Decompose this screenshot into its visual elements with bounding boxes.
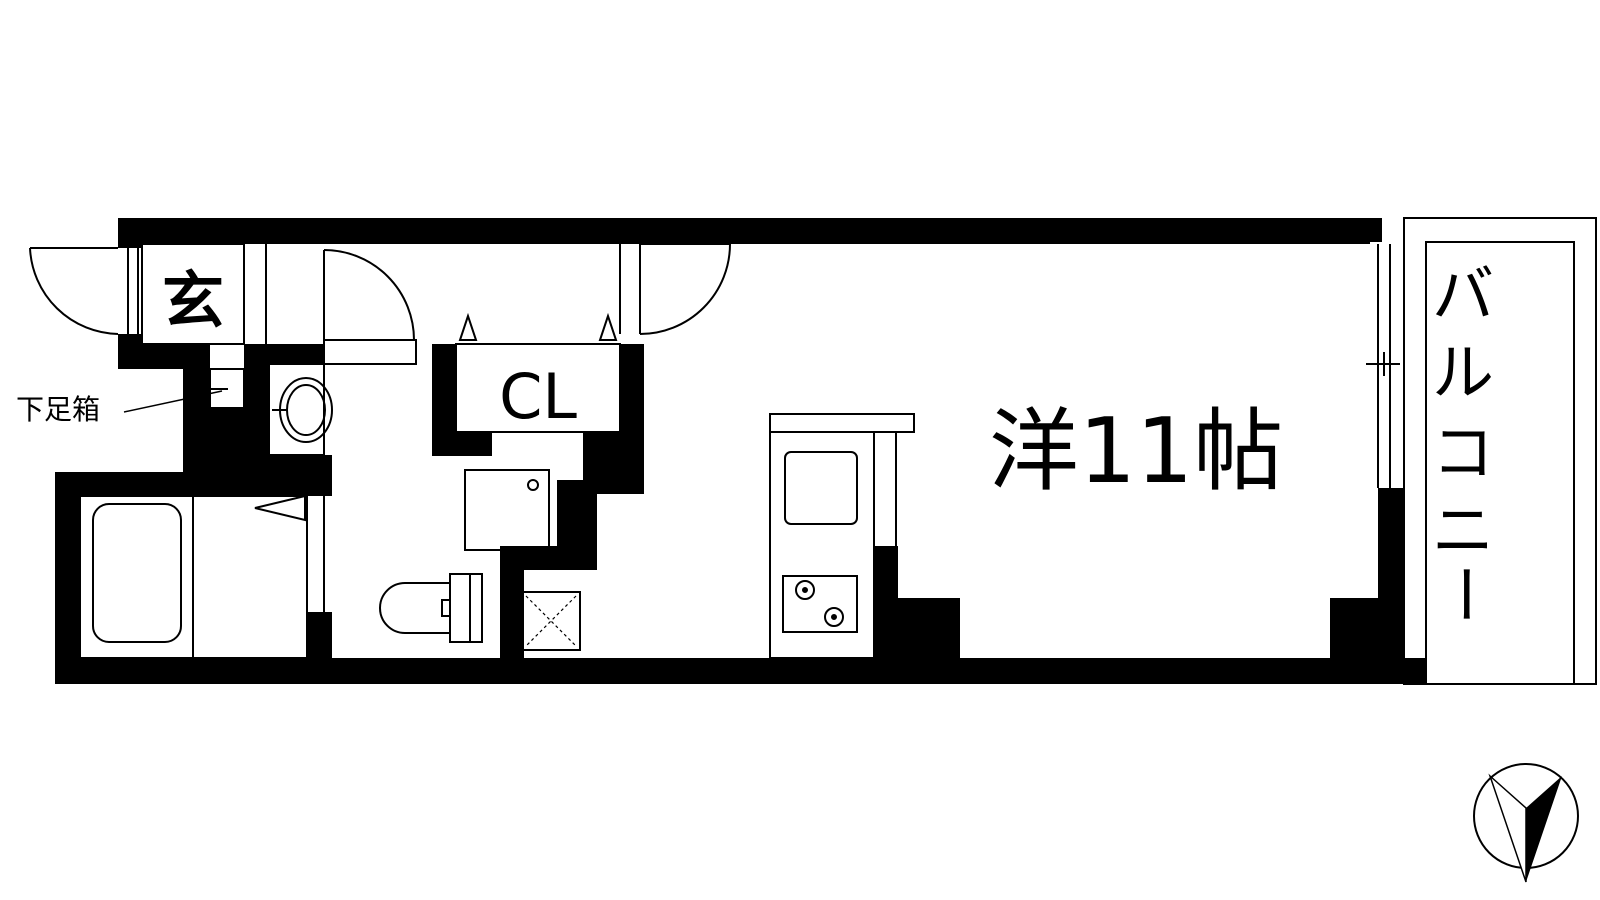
column-right <box>1330 598 1404 684</box>
balcony-char-5: ー <box>1428 563 1501 625</box>
hall-door-swing <box>323 249 415 341</box>
stove-burner-icon <box>795 580 844 627</box>
walls <box>55 218 1425 684</box>
stove-plate <box>782 575 858 633</box>
room-label: 洋11帖 <box>989 399 1284 504</box>
wall-bottom <box>55 658 1425 684</box>
washbasin-icon <box>272 377 333 443</box>
closet-label: CL <box>499 360 577 433</box>
bath-door-swing <box>254 494 306 522</box>
wall-wash-top <box>244 344 324 364</box>
drain-icon <box>527 479 539 491</box>
wall-right-top <box>1370 218 1382 242</box>
closet-door-right <box>598 312 618 341</box>
wall-entrance-left <box>118 218 142 248</box>
sink-basin <box>784 451 858 525</box>
closet-door-left <box>458 312 478 341</box>
washer-pan-icon <box>464 469 550 551</box>
toilet-icon <box>379 582 451 634</box>
toilet-tank <box>449 573 471 643</box>
thin-lines <box>29 217 1597 685</box>
balcony-char-3: コ <box>1432 416 1494 489</box>
balcony-char-1: バ <box>1432 258 1494 331</box>
fridge-space <box>521 591 581 651</box>
balcony-char-4: ニ <box>1432 494 1494 567</box>
room-door-swing <box>639 243 732 335</box>
bathtub-icon <box>92 503 182 643</box>
wall-toilet-right-down <box>500 546 524 684</box>
kitchen-counter-top <box>769 413 915 433</box>
wall-kitchen-block <box>874 598 960 684</box>
wall-shoebox-right <box>244 344 269 472</box>
hall-door-frame <box>323 339 417 365</box>
wall-wash-bottom <box>244 455 332 479</box>
balcony-label: バ ル コ ニ ー <box>1428 258 1501 625</box>
shoebox-label: 下足箱 <box>16 393 100 426</box>
shoebox-leader <box>123 390 223 413</box>
wall-closet-bottom <box>432 432 492 456</box>
toilet-flush <box>441 599 451 617</box>
toilet-tank-2 <box>469 573 483 643</box>
compass-north-icon <box>1473 763 1579 883</box>
balcony-char-2: ル <box>1432 336 1494 409</box>
wall-bath-left <box>55 472 80 684</box>
balcony-inner <box>1425 241 1575 685</box>
wall-bath-right-low <box>307 612 332 684</box>
floor-drain-icon <box>525 595 577 647</box>
entry-door-swing <box>29 247 119 335</box>
entrance-label: 玄 <box>162 264 224 337</box>
wall-top <box>118 218 1370 244</box>
